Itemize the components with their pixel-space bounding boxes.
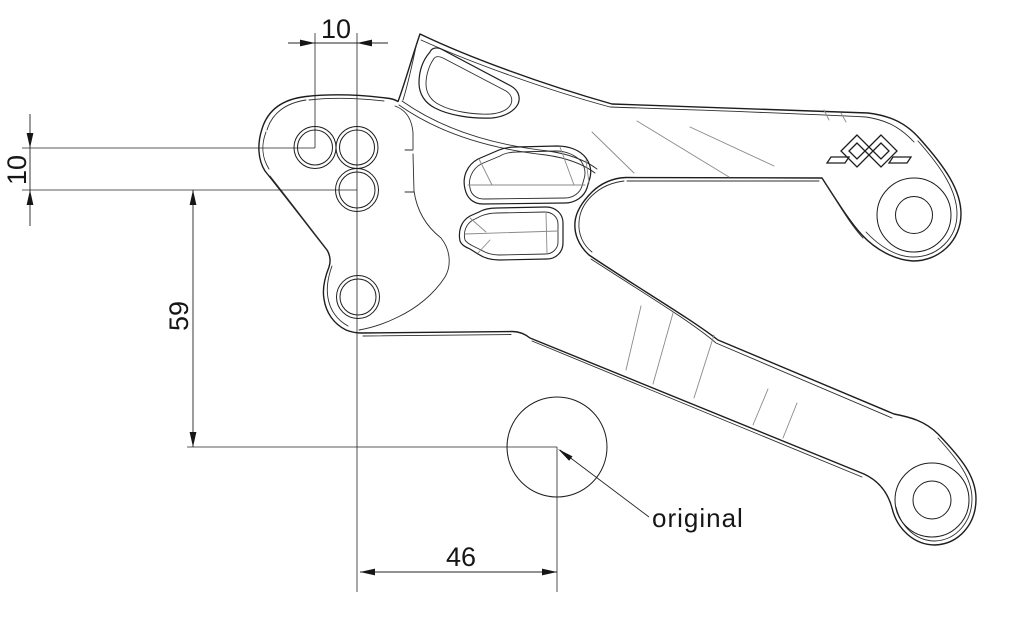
upper-pocket-outer <box>463 145 592 205</box>
dimension-top-10: 10 <box>288 14 388 47</box>
lower-boss-hole <box>912 480 952 520</box>
triangular-cutout <box>418 47 520 119</box>
logo-diamond-left <box>840 134 874 168</box>
dimension-59: 59 <box>164 190 197 447</box>
lower-pocket-facet-3 <box>477 239 491 254</box>
saddle-fillet-outer <box>398 104 596 174</box>
lower-pocket-floor-line <box>464 230 559 235</box>
dimension-left-10: 10 <box>2 114 34 226</box>
mounting-hole-bore <box>339 129 375 166</box>
lower-boss-inner-arc <box>895 437 973 542</box>
u-arc-inner-edge <box>578 180 625 253</box>
mounting-hole-bore <box>339 278 377 316</box>
logo-diamond-right <box>864 134 898 168</box>
saddle-fillet-inner <box>401 100 598 170</box>
mounting-holes <box>293 126 380 319</box>
leader-arrow <box>558 449 573 461</box>
peak-left-inner-edge <box>402 41 418 101</box>
upper-boss-hole <box>895 196 933 234</box>
lower-boss-face-circle <box>894 462 970 538</box>
dimension-value: 10 <box>2 155 32 185</box>
leader-line <box>559 449 650 518</box>
head-pad-ring <box>358 105 450 331</box>
part-outline <box>258 33 977 546</box>
lower-arm-facet-2 <box>652 312 674 385</box>
upper-boss-inner-arc <box>865 140 958 258</box>
mounting-hole-bore <box>338 171 376 209</box>
original-position-circle <box>506 396 608 498</box>
upper-pocket-inner <box>469 150 586 200</box>
upper-boss-face-circle <box>876 177 952 253</box>
dimension-arrow-top <box>189 190 197 205</box>
gilles-logo-icon <box>825 134 913 168</box>
upper-pocket-facet-1 <box>478 158 493 186</box>
head-topleft-inner-edge <box>266 99 307 131</box>
mounting-hole-bore <box>297 129 333 166</box>
mounting-hole-counterbore <box>335 168 379 212</box>
dimension-arrow-right <box>357 39 372 47</box>
dimension-arrow-top <box>26 133 34 148</box>
chamfer-facet-lines <box>591 109 847 439</box>
bottom-inner-edge <box>362 334 863 478</box>
lower-arm-facet-5 <box>782 402 798 439</box>
lower-arm-facet-4 <box>752 388 769 426</box>
lower-pocket-facet-2 <box>469 217 487 233</box>
lower-pocket-inner <box>463 211 559 256</box>
upper-pocket-facet-3 <box>585 159 590 184</box>
triangular-cutout-inner <box>425 56 513 115</box>
lower-boss-bore <box>894 462 970 538</box>
dimension-arrow-bottom <box>26 190 34 205</box>
lower-arm-facet-3 <box>693 334 715 399</box>
lobe-inner-edge <box>326 265 349 327</box>
dimension-value: 46 <box>446 542 476 572</box>
ridge-inner-edge <box>420 39 915 143</box>
upper-arm-tick-1 <box>823 109 830 121</box>
dimension-value: 10 <box>321 14 351 44</box>
dimension-arrow-bottom <box>189 432 197 447</box>
centerlines <box>22 33 558 592</box>
original-label: original <box>652 503 744 533</box>
upper-arm-facet-1 <box>591 131 635 174</box>
logo-diamond-left-inner <box>848 142 866 160</box>
part-inner-edges <box>262 39 973 542</box>
logo-wing-right <box>887 156 913 164</box>
logo-diamond-right-inner <box>872 142 890 160</box>
dimension-46: 46 <box>360 542 557 576</box>
lower-pocket-outer <box>458 206 564 261</box>
pocket-cutouts <box>458 145 592 261</box>
u-lower-inner-edge <box>590 258 893 419</box>
head-top-inner-edge <box>308 97 385 102</box>
upper-pocket-facet-2 <box>559 146 575 186</box>
dimension-arrow-right <box>542 568 557 576</box>
u-top-inner-edge <box>626 180 864 239</box>
upper-arm-facet-3 <box>689 126 775 167</box>
part-outer-boundary <box>258 33 977 546</box>
head-left-inner-edge <box>262 131 270 170</box>
head-diagonal-inner-edge <box>269 175 329 252</box>
upper-boss-bore <box>876 177 952 253</box>
dimension-value: 59 <box>164 301 194 331</box>
upper-arm-tick-2 <box>840 112 847 123</box>
dimension-arrow-left <box>360 568 375 576</box>
lower-arm-facet-1 <box>625 305 642 371</box>
logo-wing-left <box>825 156 851 164</box>
mounting-hole-counterbore <box>336 275 380 319</box>
triangular-cutout-outer <box>418 47 520 119</box>
original-position-marker: original <box>506 396 744 533</box>
dimension-arrow-left <box>300 39 315 47</box>
upper-arm-facet-2 <box>636 120 730 178</box>
lower-pocket-facet-1 <box>545 211 548 255</box>
